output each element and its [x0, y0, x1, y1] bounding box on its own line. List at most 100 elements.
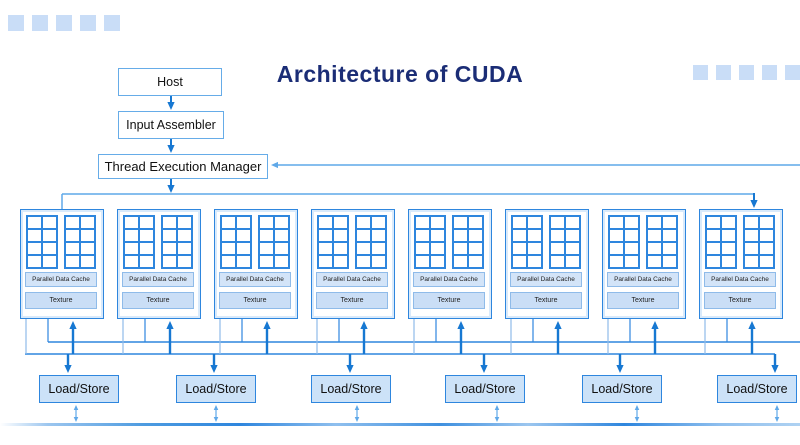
- load-store-down-arrow: [616, 354, 624, 373]
- thread-grid: [317, 215, 349, 269]
- load-store-memory-double-arrow: [213, 405, 219, 422]
- thread-grid: [549, 215, 581, 269]
- load-store-down-arrow: [346, 354, 354, 373]
- thread-cell: [647, 216, 662, 229]
- thread-cell: [647, 242, 662, 255]
- thread-cell: [512, 255, 527, 268]
- thread-cell: [430, 216, 445, 229]
- thread-cell: [274, 216, 289, 229]
- load-store-memory-double-arrow: [494, 405, 500, 422]
- thread-cell: [371, 242, 386, 255]
- thread-cell: [624, 229, 639, 242]
- thread-cell: [318, 242, 333, 255]
- thread-cell: [221, 216, 236, 229]
- thread-cell: [333, 242, 348, 255]
- thread-cell: [124, 242, 139, 255]
- thread-grid: [705, 215, 737, 269]
- thread-cell: [162, 255, 177, 268]
- thread-cell: [512, 229, 527, 242]
- texture-box: Texture: [25, 292, 97, 309]
- thread-cell: [468, 255, 483, 268]
- thread-cell: [371, 255, 386, 268]
- thread-cell: [609, 229, 624, 242]
- load-store-memory-double-arrow: [73, 405, 79, 422]
- thread-cell: [527, 255, 542, 268]
- parallel-data-cache-box: Parallel Data Cache: [25, 272, 97, 287]
- thread-grid: [123, 215, 155, 269]
- thread-cell: [42, 255, 57, 268]
- texture-box: Texture: [413, 292, 485, 309]
- thread-cell: [512, 216, 527, 229]
- thread-cell: [415, 255, 430, 268]
- thread-cell: [333, 229, 348, 242]
- decor-square: [104, 15, 120, 31]
- thread-grid: [646, 215, 678, 269]
- parallel-data-cache-box: Parallel Data Cache: [413, 272, 485, 287]
- thread-cell: [662, 229, 677, 242]
- thread-cell: [609, 255, 624, 268]
- streaming-multiprocessor-block: Parallel Data Cache Texture: [20, 209, 104, 319]
- thread-cell: [744, 216, 759, 229]
- texture-box: Texture: [704, 292, 776, 309]
- thread-cell: [139, 229, 154, 242]
- parallel-data-cache-box: Parallel Data Cache: [316, 272, 388, 287]
- decor-square: [8, 15, 24, 31]
- load-store-box: Load/Store: [445, 375, 525, 403]
- texture-box: Texture: [316, 292, 388, 309]
- load-store-box: Load/Store: [311, 375, 391, 403]
- thread-cell: [65, 242, 80, 255]
- thread-cell: [550, 229, 565, 242]
- load-store-down-arrow: [771, 354, 779, 373]
- decor-square: [785, 65, 800, 80]
- thread-cell: [550, 255, 565, 268]
- thread-cell: [333, 216, 348, 229]
- thread-execution-manager-label: Thread Execution Manager: [104, 159, 262, 174]
- thread-cell: [609, 242, 624, 255]
- thread-cell: [706, 216, 721, 229]
- thread-cell: [744, 255, 759, 268]
- block-up-arrow: [748, 321, 756, 354]
- thread-cell: [221, 229, 236, 242]
- thread-cell: [80, 229, 95, 242]
- block-up-arrow: [69, 321, 77, 354]
- thread-cell: [236, 216, 251, 229]
- load-store-down-arrow: [480, 354, 488, 373]
- thread-cell: [706, 242, 721, 255]
- texture-box: Texture: [122, 292, 194, 309]
- thread-cell: [527, 242, 542, 255]
- thread-cell: [162, 242, 177, 255]
- flow-arrow-tem-to-distribution: [167, 179, 175, 193]
- feedback-line-to-tem: [271, 161, 800, 169]
- thread-execution-manager-box: Thread Execution Manager: [98, 154, 268, 179]
- load-store-memory-double-arrow: [774, 405, 780, 422]
- host-label: Host: [157, 75, 183, 89]
- thread-cell: [430, 242, 445, 255]
- load-store-box: Load/Store: [39, 375, 119, 403]
- thread-cell: [236, 229, 251, 242]
- decor-square: [716, 65, 731, 80]
- thread-cell: [356, 255, 371, 268]
- thread-cell: [565, 255, 580, 268]
- streaming-multiprocessor-block: Parallel Data Cache Texture: [602, 209, 686, 319]
- thread-cell: [259, 242, 274, 255]
- thread-cell: [80, 242, 95, 255]
- block-up-arrow: [457, 321, 465, 354]
- parallel-data-cache-box: Parallel Data Cache: [122, 272, 194, 287]
- thread-cell: [139, 216, 154, 229]
- distribution-drop-arrow-block-8: [750, 193, 758, 208]
- thread-cell: [177, 255, 192, 268]
- thread-cell: [259, 216, 274, 229]
- thread-cell: [42, 229, 57, 242]
- thread-cell: [662, 255, 677, 268]
- parallel-data-cache-box: Parallel Data Cache: [219, 272, 291, 287]
- parallel-data-cache-box: Parallel Data Cache: [704, 272, 776, 287]
- streaming-multiprocessor-block: Parallel Data Cache Texture: [699, 209, 783, 319]
- streaming-multiprocessor-block: Parallel Data Cache Texture: [311, 209, 395, 319]
- thread-cell: [759, 229, 774, 242]
- thread-cell: [624, 216, 639, 229]
- decor-square: [56, 15, 72, 31]
- thread-cell: [356, 216, 371, 229]
- thread-cell: [139, 242, 154, 255]
- thread-cell: [468, 229, 483, 242]
